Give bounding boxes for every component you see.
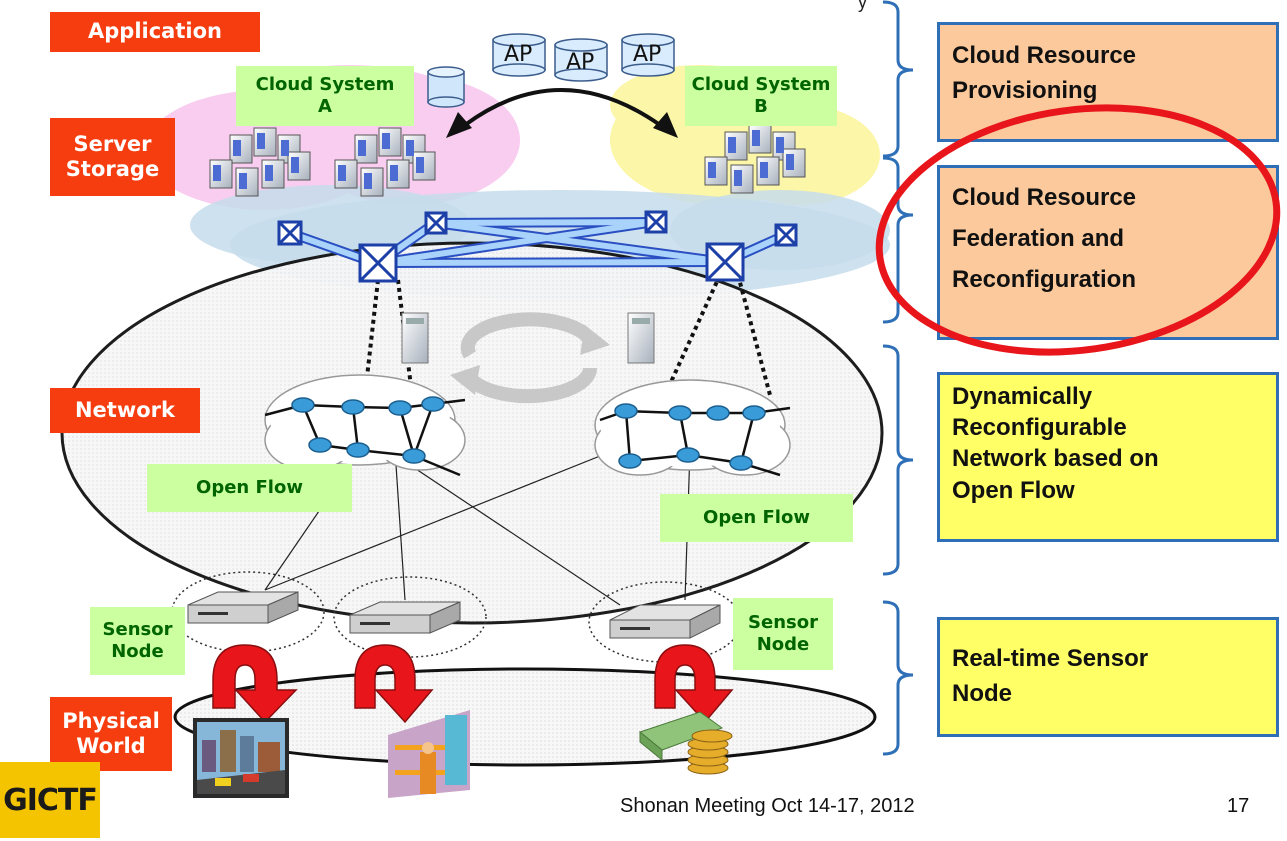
reconfiguration-arrows-icon <box>460 312 598 404</box>
ap-label-3: AP <box>633 42 662 67</box>
openflow-cloud-right <box>594 379 791 477</box>
layer-braces <box>882 0 914 756</box>
switch-icon <box>705 242 745 282</box>
factory-worker-image <box>388 710 470 798</box>
page-number: 17 <box>1227 795 1250 817</box>
layer-label-physical-world: Physical World <box>50 697 172 771</box>
city-traffic-image <box>193 718 289 798</box>
gictf-logo: GICTF <box>0 762 100 838</box>
switch-icon <box>774 223 798 247</box>
meeting-footer-text: Shonan Meeting Oct 14-17, 2012 <box>620 795 915 817</box>
openflow-cloud-left <box>264 374 466 477</box>
arrow-head-icon <box>450 365 480 395</box>
switch-icon <box>277 220 303 246</box>
top-text-fragment: y <box>858 0 867 12</box>
openflow-label-left: Open Flow <box>147 464 352 512</box>
box-dynamically-reconfigurable-network: Dynamically Reconfigurable Network based… <box>937 372 1279 542</box>
server-cluster-a1-icon <box>209 127 311 197</box>
server-cluster-b-icon <box>704 124 806 194</box>
sensor-device-left-icon <box>187 591 299 624</box>
cloud-system-a-label: Cloud System A <box>236 66 414 126</box>
sensing-arrows <box>212 644 734 724</box>
ap-cylinders <box>492 33 675 82</box>
switch-icons <box>277 210 798 283</box>
arrow-head-icon <box>653 112 678 138</box>
switch-icon <box>358 243 398 283</box>
database-icon <box>427 66 465 108</box>
layer-label-network: Network <box>50 388 200 433</box>
sensor-device-middle-icon <box>349 601 461 634</box>
sensor-node-label-right: Sensor Node <box>733 598 833 670</box>
controller-server-right-icon <box>627 312 655 364</box>
migration-arrow <box>463 88 662 127</box>
switch-icon <box>424 211 448 235</box>
cloud-system-b-label: Cloud System B <box>685 66 837 126</box>
box-cloud-resource-provisioning: Cloud Resource Provisioning <box>937 22 1279 142</box>
money-coins-image <box>638 711 733 775</box>
box-cloud-resource-federation: Cloud Resource Federation and Reconfigur… <box>937 165 1279 340</box>
layer-label-server-storage: Server Storage <box>50 118 175 196</box>
arrow-head-icon <box>580 325 610 355</box>
openflow-label-right: Open Flow <box>660 494 853 542</box>
server-cluster-a2-icon <box>334 127 436 197</box>
box-real-time-sensor-node: Real-time Sensor Node <box>937 617 1279 737</box>
controller-server-left-icon <box>401 312 429 364</box>
ap-label-1: AP <box>504 42 533 67</box>
arrow-head-icon <box>446 112 472 138</box>
ap-label-2: AP <box>566 50 595 75</box>
sensor-node-label-left: Sensor Node <box>90 607 185 675</box>
sensor-zone-middle <box>333 576 487 658</box>
switch-icon <box>644 210 668 234</box>
layer-label-application: Application <box>50 12 260 52</box>
sensor-device-right-icon <box>609 604 721 639</box>
